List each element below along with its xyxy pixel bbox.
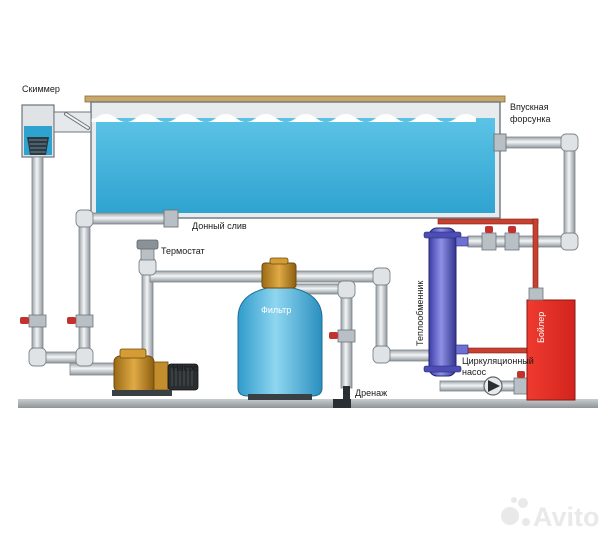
- watermark-text: Avito: [533, 502, 600, 532]
- pool-deck: [84, 95, 506, 103]
- inlet-nozzle-fitting: [493, 133, 507, 152]
- pipe-elbows: [28, 133, 579, 367]
- heat-exchanger: [423, 227, 469, 377]
- skimmer-mouth: [53, 111, 92, 133]
- valve-hx-outlet: [504, 226, 520, 251]
- valve-skimmer: [20, 314, 47, 328]
- label-pump: Насос: [172, 363, 198, 373]
- skimmer: [21, 104, 92, 158]
- label-inlet-nozzle-line1: Впускная: [510, 102, 549, 112]
- avito-watermark: Avito: [501, 497, 600, 532]
- label-thermostat: Термостат: [161, 246, 205, 256]
- bottom-drain-fitting: [163, 209, 179, 228]
- pump: [112, 348, 199, 396]
- circulation-pump: [483, 376, 503, 396]
- boiler: [526, 287, 576, 401]
- skimmer-basket: [27, 137, 49, 155]
- filter-valve: [261, 262, 297, 289]
- label-inlet-nozzle-line2: форсунка: [510, 114, 551, 124]
- valve-drain: [329, 329, 356, 343]
- drain-outlet: [343, 386, 350, 406]
- valve-bottom-drain: [67, 314, 94, 328]
- pool-water-waves: [77, 114, 476, 122]
- label-heat-exchanger: Теплообменник: [415, 281, 425, 346]
- avito-logo-icon: [501, 497, 530, 526]
- label-drain: Дренаж: [355, 388, 387, 398]
- valves: [20, 226, 529, 395]
- valve-circ-line: [513, 371, 529, 395]
- filter: [237, 257, 323, 400]
- floor: [18, 399, 598, 408]
- pool-water: [96, 118, 495, 213]
- filter-tank: [237, 285, 323, 397]
- label-boiler: Бойлер: [536, 312, 546, 343]
- label-skimmer: Скиммер: [22, 84, 60, 94]
- label-bottom-drain: Донный слив: [192, 221, 247, 231]
- thermostat: [136, 239, 159, 261]
- label-circ-pump-line1: Циркуляционный: [462, 356, 534, 366]
- label-filter: Фильтр: [261, 305, 291, 315]
- valve-hx-inlet: [481, 226, 497, 251]
- pool: [77, 95, 506, 219]
- label-circ-pump-line2: насос: [462, 367, 487, 377]
